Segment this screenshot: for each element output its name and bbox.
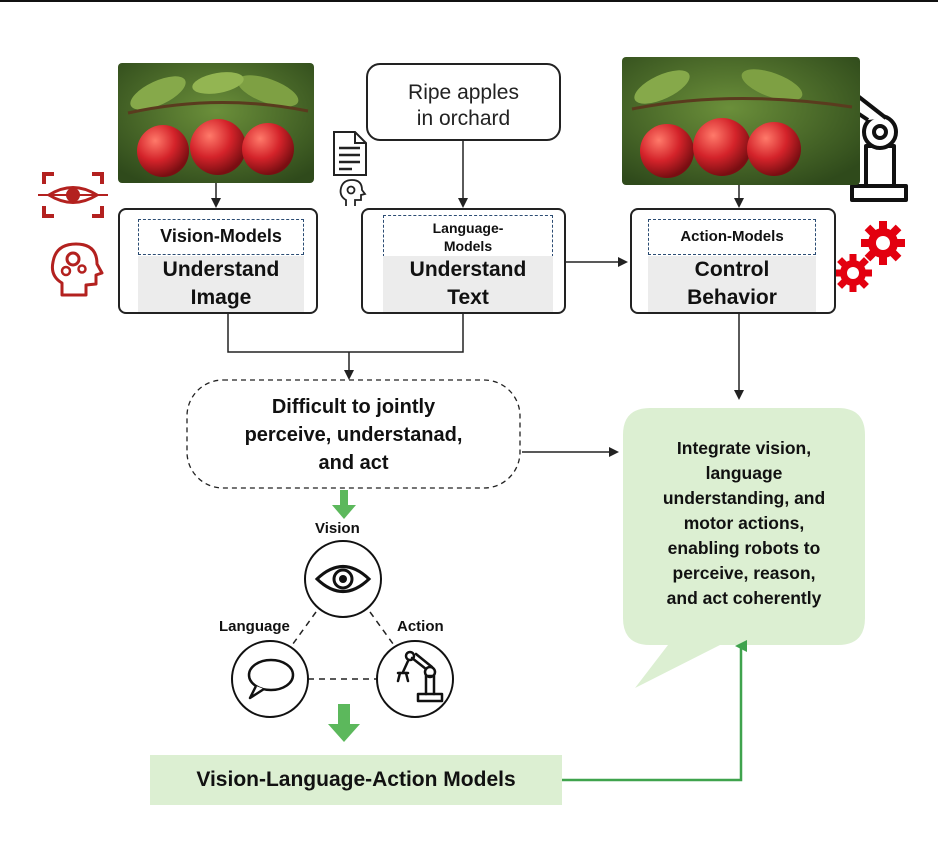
solution-line-6: perceive, reason, <box>672 563 816 583</box>
language-title-line-2: Models <box>443 238 493 254</box>
triad-link-vision-language <box>289 611 317 649</box>
challenge-box <box>186 379 521 489</box>
solution-line-7: and act coherently <box>666 588 822 608</box>
vision-model-box: Vision-Models Understand Image <box>118 208 318 314</box>
green-arrow-down-2 <box>328 704 360 742</box>
triad-language-label: Language <box>219 618 290 635</box>
solution-line-4: motor actions, <box>683 513 805 533</box>
vla-models-text: Vision-Language-Action Models <box>196 768 516 791</box>
action-task-line-2: Behavior <box>687 286 777 309</box>
arrow-vla-to-solution <box>562 640 747 782</box>
action-model-title: Action-Models <box>648 219 816 255</box>
vision-model-title-text: Vision-Models <box>160 226 282 246</box>
action-model-box: Action-Models Control Behavior <box>630 208 836 314</box>
vision-model-task: Understand Image <box>138 256 304 312</box>
language-model-title: Language- Models <box>383 215 553 257</box>
vision-model-title: Vision-Models <box>138 219 304 255</box>
triad-action-label: Action <box>397 618 444 635</box>
challenge-line-1: Difficult to jointly <box>271 396 436 418</box>
vision-task-line-2: Image <box>190 286 252 309</box>
top-rule <box>0 0 938 2</box>
orchard-photo-left <box>118 63 314 183</box>
orchard-photo-right <box>622 57 860 185</box>
language-model-box: Language- Models Understand Text <box>361 208 566 314</box>
language-task-line-1: Understand <box>409 258 527 281</box>
solution-line-1: Integrate vision, <box>676 438 812 458</box>
action-model-title-text: Action-Models <box>680 228 784 245</box>
document-icon <box>333 131 367 176</box>
vla-models-label: Vision-Language-Action Models <box>150 755 562 805</box>
gears-icon <box>834 221 905 292</box>
solution-text: Integrate vision, language understanding… <box>628 436 860 611</box>
action-task-line-1: Control <box>694 258 770 281</box>
challenge-text: Difficult to jointly perceive, understan… <box>190 393 517 477</box>
challenge-line-2: perceive, understanad, <box>244 424 463 446</box>
speech-bubble-icon <box>247 658 295 700</box>
solution-line-3: understanding, and <box>662 488 826 508</box>
language-model-task: Understand Text <box>383 256 553 312</box>
solution-line-2: language <box>705 463 783 483</box>
language-task-line-2: Text <box>447 286 489 309</box>
head-gear-small-icon <box>339 179 367 206</box>
head-gears-icon <box>50 242 104 297</box>
language-title-line-1: Language- <box>432 220 504 236</box>
prompt-line-2: in orchard <box>416 107 511 130</box>
eye-icon <box>314 565 372 593</box>
prompt-line-1: Ripe apples <box>408 81 519 104</box>
action-model-task: Control Behavior <box>648 256 816 312</box>
triad-link-vision-action <box>369 611 397 649</box>
eye-scan-icon <box>38 172 108 218</box>
solution-bubble-shape <box>623 408 865 688</box>
merge-vision-language <box>227 314 464 353</box>
solution-line-5: enabling robots to <box>667 538 821 558</box>
robot-arm-small-icon <box>396 650 444 703</box>
triad-vision-label: Vision <box>315 520 360 537</box>
vision-task-line-1: Understand <box>162 258 280 281</box>
triad-language-circle <box>231 640 309 718</box>
triad-action-circle <box>376 640 454 718</box>
prompt-box: Ripe apples in orchard <box>366 63 561 141</box>
green-arrow-down-1 <box>332 490 356 519</box>
challenge-line-3: and act <box>318 452 389 474</box>
